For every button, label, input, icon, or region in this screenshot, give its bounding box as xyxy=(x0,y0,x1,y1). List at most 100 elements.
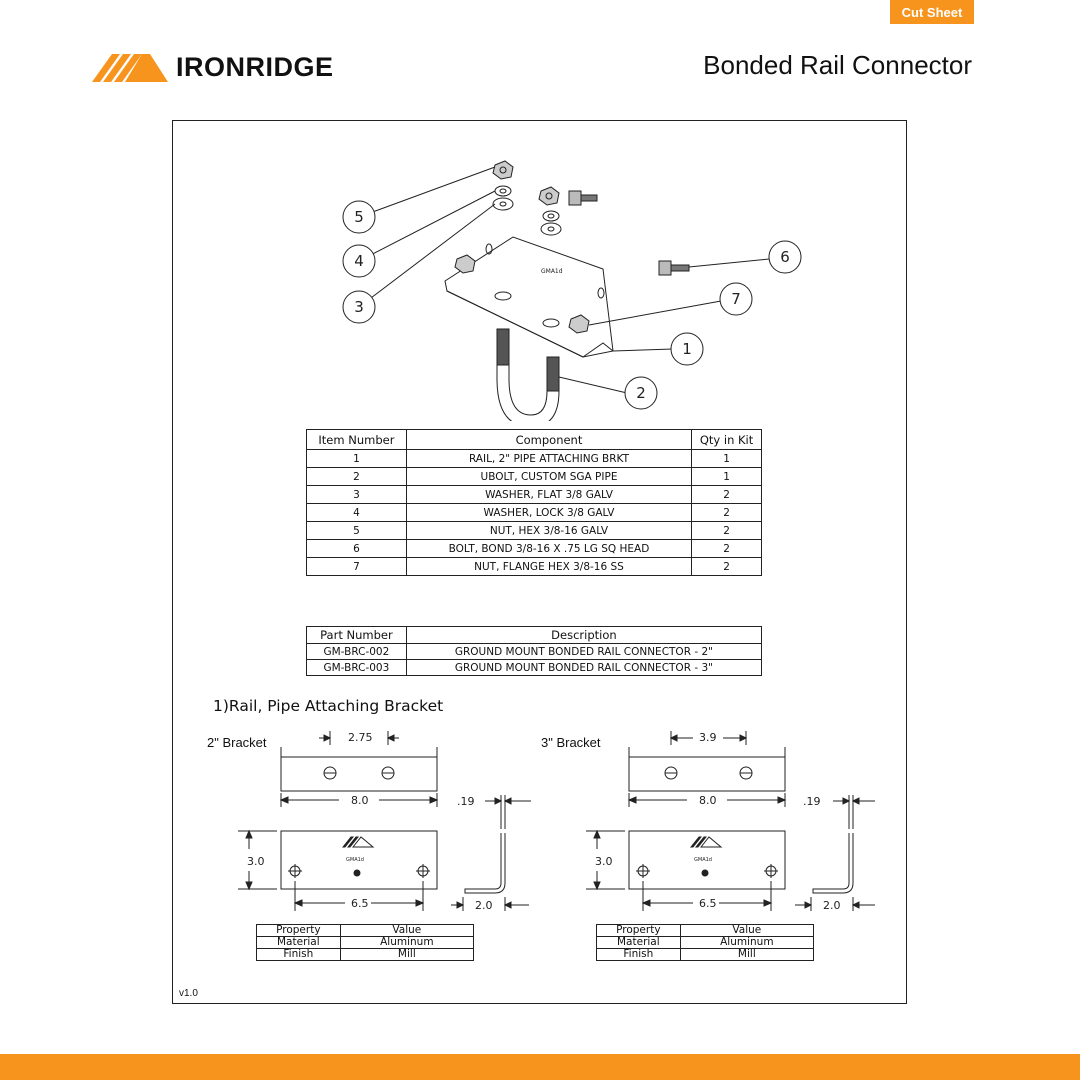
table-cell: 2 xyxy=(691,539,762,558)
bracket-2in-drawing: 2.75 8.0 .19 3.0 6.5 2.0 GMA1d xyxy=(238,731,531,912)
bracket-3in-drawing: 3.9 8.0 .19 3.0 6.5 2.0 GMA1d xyxy=(586,731,875,912)
table-header-row: Part Number Description xyxy=(306,626,763,644)
table-cell: GROUND MOUNT BONDED RAIL CONNECTOR - 3" xyxy=(405,659,763,676)
table-cell: Material xyxy=(256,936,341,949)
table-cell: Finish xyxy=(596,948,681,961)
column-header: Part Number xyxy=(306,626,407,644)
dim-thickness: .19 xyxy=(457,795,475,808)
dim-leg: 2.0 xyxy=(823,899,841,912)
version-label: v1.0 xyxy=(179,988,198,999)
table-cell: 1 xyxy=(691,467,762,486)
table-cell: RAIL, 2" PIPE ATTACHING BRKT xyxy=(405,449,693,468)
bracket-stamp: GMA1d xyxy=(346,857,364,863)
table-cell: WASHER, FLAT 3/8 GALV xyxy=(405,485,693,504)
exploded-assembly-drawing: GMA1d 5 4 3 6 7 1 2 xyxy=(342,160,802,421)
table-cell: 1 xyxy=(691,449,762,468)
bracket-stamp: GMA1d xyxy=(694,857,712,863)
table-cell: WASHER, LOCK 3/8 GALV xyxy=(405,503,693,522)
document-title: Bonded Rail Connector xyxy=(703,50,972,80)
brand-logo: IRONRIDGE xyxy=(92,50,334,84)
table-cell: Mill xyxy=(679,948,815,961)
table-cell: 2 xyxy=(691,503,762,522)
column-header: Description xyxy=(405,626,763,644)
callout-2 xyxy=(624,376,658,410)
callout-label: 2 xyxy=(636,384,646,402)
table-cell: BOLT, BOND 3/8-16 X .75 LG SQ HEAD xyxy=(405,539,693,558)
column-header: Value xyxy=(679,924,815,937)
dim-hole-span: 6.5 xyxy=(351,897,369,910)
dim-height: 3.0 xyxy=(595,855,613,868)
table-cell: Material xyxy=(596,936,681,949)
dim-hole-spacing: 3.9 xyxy=(699,731,717,744)
column-header: Property xyxy=(256,924,341,937)
callout-label: 5 xyxy=(354,208,364,226)
column-header: Value xyxy=(339,924,475,937)
dim-thickness: .19 xyxy=(803,795,821,808)
cut-sheet-badge: Cut Sheet xyxy=(890,0,974,24)
table-cell: 2 xyxy=(306,467,407,486)
dim-height: 3.0 xyxy=(247,855,265,868)
callout-1 xyxy=(670,332,704,366)
bracket-2in-label: 2" Bracket xyxy=(207,735,267,750)
assembly-stamp: GMA1d xyxy=(541,268,563,275)
callout-3 xyxy=(342,290,376,324)
table-cell: 1 xyxy=(306,449,407,468)
table-cell: NUT, HEX 3/8-16 GALV xyxy=(405,521,693,540)
callout-label: 4 xyxy=(354,252,364,270)
table-cell: 7 xyxy=(306,557,407,576)
footer-accent-bar xyxy=(0,1054,1080,1080)
table-cell: 5 xyxy=(306,521,407,540)
column-header: Property xyxy=(596,924,681,937)
table-cell: Aluminum xyxy=(679,936,815,949)
dim-hole-span: 6.5 xyxy=(699,897,717,910)
table-cell: NUT, FLANGE HEX 3/8-16 SS xyxy=(405,557,693,576)
table-cell: Aluminum xyxy=(339,936,475,949)
table-header-row: Item Number Component Qty in Kit xyxy=(306,429,762,450)
column-header: Qty in Kit xyxy=(691,429,762,450)
dim-length: 8.0 xyxy=(351,794,369,807)
table-cell: GM-BRC-003 xyxy=(306,659,407,676)
callout-7 xyxy=(719,282,753,316)
section-title: 1)Rail, Pipe Attaching Bracket xyxy=(213,697,444,715)
callout-label: 3 xyxy=(354,298,364,316)
table-cell: Mill xyxy=(339,948,475,961)
table-cell: GM-BRC-002 xyxy=(306,643,407,660)
ironridge-mark-icon xyxy=(92,54,168,82)
bracket-3in-label: 3" Bracket xyxy=(541,735,601,750)
brand-name: IRONRIDGE xyxy=(176,51,334,82)
drawing-frame: GMA1d 5 4 3 6 7 1 2 Item Number Componen… xyxy=(172,120,907,1004)
table-cell: 4 xyxy=(306,503,407,522)
callout-4 xyxy=(342,244,376,278)
table-cell: GROUND MOUNT BONDED RAIL CONNECTOR - 2" xyxy=(405,643,763,660)
column-header: Component xyxy=(405,429,693,450)
table-cell: UBOLT, CUSTOM SGA PIPE xyxy=(405,467,693,486)
table-cell: 2 xyxy=(691,557,762,576)
callout-label: 7 xyxy=(731,290,741,308)
column-header: Item Number xyxy=(306,429,407,450)
table-cell: 2 xyxy=(691,521,762,540)
table-cell: 6 xyxy=(306,539,407,558)
callout-label: 1 xyxy=(682,340,692,358)
dim-length: 8.0 xyxy=(699,794,717,807)
callout-5 xyxy=(342,200,376,234)
dim-leg: 2.0 xyxy=(475,899,493,912)
table-cell: Finish xyxy=(256,948,341,961)
callout-6 xyxy=(768,240,802,274)
